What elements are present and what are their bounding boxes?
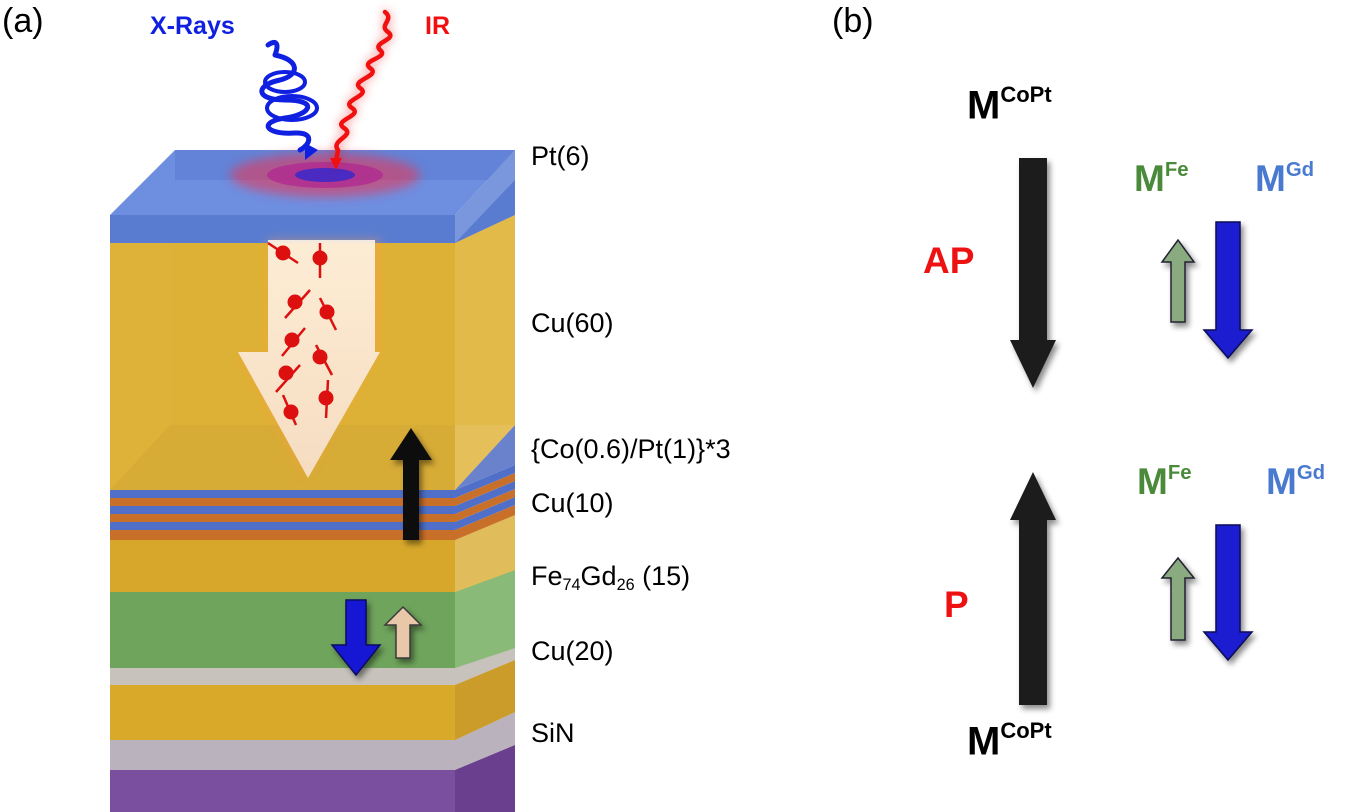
spin-electron: [267, 241, 299, 265]
panel-a-label: (a): [2, 2, 44, 40]
fe-magnetization-arrow: [383, 605, 423, 659]
layer-label-pt: Pt(6): [531, 141, 590, 171]
layer-label-cu20: Cu(20): [531, 636, 614, 666]
p-config-label: P: [944, 584, 969, 625]
ap-copt-arrow: [1010, 158, 1056, 388]
cu20-layer: [110, 648, 515, 740]
spin-electrons: [267, 241, 338, 426]
spin-current-arrow: [238, 240, 380, 478]
layer-label-cu60: Cu(60): [531, 308, 614, 338]
xray-beam: [259, 40, 319, 160]
spin-electron: [318, 297, 338, 331]
spin-electron: [281, 327, 306, 357]
gd-magnetization-arrow: [330, 599, 382, 677]
cu10-layer: [110, 515, 515, 592]
spin-electron: [312, 344, 334, 376]
xray-label: X-Rays: [150, 12, 235, 40]
ap-mfe-label: MFe: [1134, 158, 1189, 199]
ap-mgd-label: MGd: [1255, 158, 1315, 199]
copt-magnetization-arrow: [390, 428, 432, 540]
laser-spot: [230, 153, 420, 197]
ap-config-label: AP: [923, 240, 975, 281]
ap-fe-arrow: [1160, 238, 1196, 323]
p-gd-arrow: [1202, 524, 1254, 662]
spin-electron: [312, 243, 328, 278]
layer-label-copt: {Co(0.6)/Pt(1)}*3: [531, 434, 731, 464]
layer-label-cu10: Cu(10): [531, 488, 614, 518]
fegd-layer: [110, 570, 515, 668]
p-fe-arrow: [1160, 556, 1196, 641]
substrate-layer: [110, 745, 515, 812]
layer-label-sin: SiN: [531, 718, 575, 748]
p-copt-arrow: [1010, 472, 1056, 705]
ir-label: IR: [425, 12, 450, 40]
p-mcopt-label: MCoPt: [967, 718, 1052, 764]
spin-electron: [275, 364, 301, 393]
ir-beam: [330, 9, 393, 170]
spin-electron: [318, 379, 334, 419]
layer-stack: [110, 150, 515, 812]
panel-b-label: (b): [832, 2, 874, 40]
p-mgd-label: MGd: [1266, 461, 1326, 502]
p-mfe-label: MFe: [1137, 461, 1192, 502]
spin-electron: [281, 394, 299, 426]
ap-gd-arrow: [1202, 221, 1254, 360]
ap-mcopt-label: MCoPt: [967, 82, 1052, 128]
layer-label-fegd: Fe74Gd26 (15): [531, 561, 691, 594]
spin-electron: [284, 289, 311, 319]
sin-layer: [110, 712, 515, 770]
